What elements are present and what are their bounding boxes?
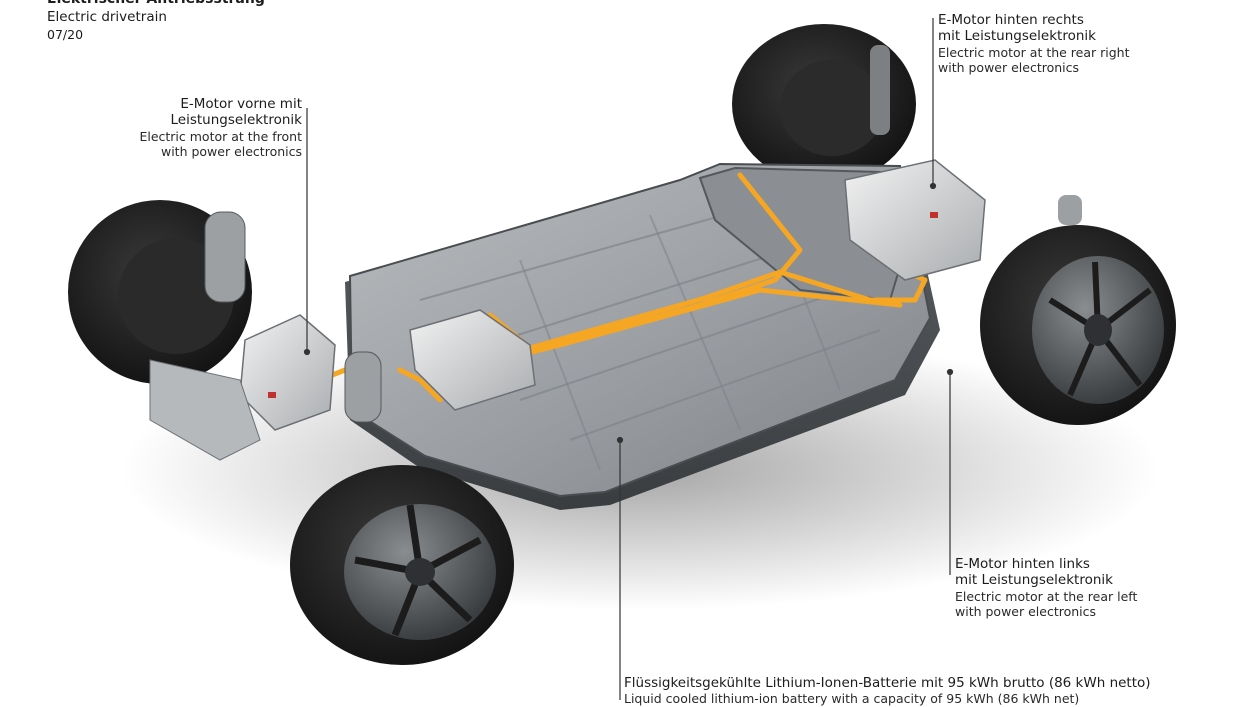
rear-motor xyxy=(844,45,1082,281)
front-right-wheel xyxy=(290,465,514,665)
front-suspension xyxy=(149,211,382,461)
header-block: Elektrischer Antriebsstrang Electric dri… xyxy=(47,0,265,43)
leader-lines xyxy=(303,18,954,700)
rear-left-wheel xyxy=(980,225,1176,425)
callout-battery-de: Flüssigkeitsgekühlte Lithium-Ionen-Batte… xyxy=(624,675,1151,691)
callout-rear-left-motor-en: Electric motor at the rear left with pow… xyxy=(955,588,1138,620)
callout-rear-right-motor-de: E-Motor hinten rechts mit Leistungselekt… xyxy=(938,12,1096,45)
callout-rear-right-motor-en: Electric motor at the rear right with po… xyxy=(938,44,1130,76)
callout-front-motor-en: Electric motor at the front with power e… xyxy=(139,128,302,160)
callout-rear-right-motor: E-Motor hinten rechts mit Leistungselekt… xyxy=(938,12,1228,75)
title-en: Electric drivetrain xyxy=(47,8,167,25)
callout-battery: Flüssigkeitsgekühlte Lithium-Ionen-Batte… xyxy=(624,675,1224,707)
document-code: 07/20 xyxy=(47,27,84,43)
callout-front-motor-de: E-Motor vorne mit Leistungselektronik xyxy=(170,96,303,129)
callout-rear-left-motor: E-Motor hinten links mit Leistungselektr… xyxy=(955,556,1225,619)
power-electronics-block xyxy=(409,309,536,411)
callout-front-motor: E-Motor vorne mit Leistungselektronik El… xyxy=(72,96,302,159)
callout-battery-en: Liquid cooled lithium-ion battery with a… xyxy=(624,691,1080,707)
callout-rear-left-motor-de: E-Motor hinten links mit Leistungselektr… xyxy=(955,556,1113,589)
battery-pack xyxy=(345,162,940,510)
title-de: Elektrischer Antriebsstrang xyxy=(47,0,265,9)
